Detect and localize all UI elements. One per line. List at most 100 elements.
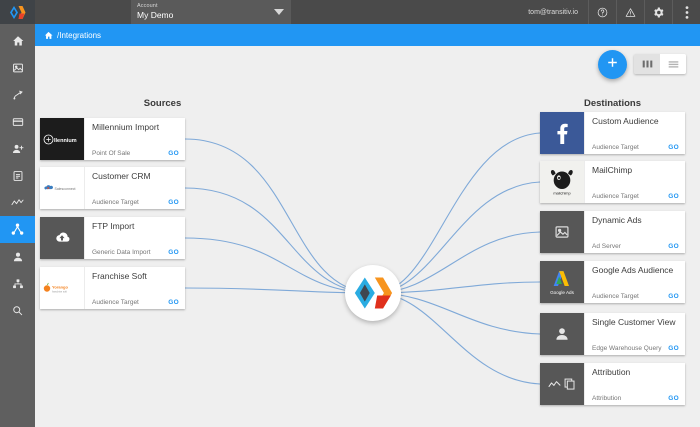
add-integration-button[interactable] [598, 50, 627, 79]
card-subtitle: Ad Server [592, 243, 621, 250]
destination-card-mailchimp[interactable]: mailchimp MailChimp Audience Target GO [540, 161, 685, 203]
card-footer: Edge Warehouse Query GO [592, 345, 679, 352]
card-go-link[interactable]: GO [168, 299, 179, 306]
card-title: Attribution [592, 367, 631, 377]
sidebar-item-home[interactable] [0, 27, 35, 54]
view-columns-icon[interactable] [634, 54, 660, 74]
card-body: Customer CRM Audience Target GO [84, 167, 185, 209]
card-body: Attribution Attribution GO [584, 363, 685, 405]
google-ads-caption: Google Ads [550, 290, 574, 295]
card-title: Millennium Import [92, 122, 160, 132]
facebook-logo [540, 112, 584, 154]
sources-column-title: Sources [143, 98, 182, 109]
destination-card-custom-audience[interactable]: Custom Audience Audience Target GO [540, 112, 685, 154]
destinations-column-title: Destinations [583, 98, 641, 109]
breadcrumb-path[interactable]: /Integrations [57, 30, 102, 40]
sidebar-item-segments[interactable] [0, 270, 35, 297]
card-body: Google Ads Audience Audience Target GO [584, 261, 685, 303]
card-title: Single Customer View [592, 317, 676, 327]
orange-leaf-logo: Yorango franchise soft [40, 267, 84, 309]
source-card-ftp-import[interactable]: FTP Import Generic Data Import GO [40, 217, 185, 259]
card-subtitle: Audience Target [92, 299, 139, 306]
top-bar: Account My Demo tom@transitiv.io [0, 0, 700, 24]
sidebar-item-dashboard[interactable] [0, 54, 35, 81]
chevron-down-icon[interactable] [274, 9, 284, 15]
account-selector[interactable]: Account My Demo [131, 0, 291, 24]
sidebar-item-profile[interactable] [0, 243, 35, 270]
card-go-link[interactable]: GO [168, 199, 179, 206]
card-subtitle: Attribution [592, 395, 622, 402]
svg-text:Salesconnect: Salesconnect [55, 187, 76, 191]
card-go-link[interactable]: GO [668, 144, 679, 151]
card-footer: Audience Target GO [592, 193, 679, 200]
card-go-link[interactable]: GO [668, 293, 679, 300]
svg-text:llennium: llennium [54, 137, 77, 143]
sidebar-item-analytics[interactable] [0, 189, 35, 216]
source-card-customer-crm[interactable]: Salesconnect Customer CRM Audience Targe… [40, 167, 185, 209]
millennium-logo: llennium [40, 118, 84, 160]
sidebar-item-reports[interactable] [0, 162, 35, 189]
salesforce-logo: Salesconnect [40, 167, 84, 209]
plus-icon [606, 56, 619, 74]
view-mode-toggle[interactable] [634, 54, 686, 74]
destination-card-google-ads-audience[interactable]: Google Ads Google Ads Audience Audience … [540, 261, 685, 303]
overflow-menu-icon[interactable] [672, 0, 700, 24]
card-subtitle: Audience Target [592, 193, 639, 200]
mailchimp-logo: mailchimp [540, 161, 584, 203]
svg-text:mailchimp: mailchimp [553, 191, 570, 195]
transitiv-hub-logo[interactable] [345, 265, 401, 321]
card-footer: Attribution GO [592, 395, 679, 402]
sidebar-item-search[interactable] [0, 297, 35, 324]
person-icon [540, 313, 584, 355]
help-icon[interactable] [588, 0, 616, 24]
card-footer: Audience Target GO [92, 299, 179, 306]
card-body: Single Customer View Edge Warehouse Quer… [584, 313, 685, 355]
source-card-millennium-import[interactable]: llennium Millennium Import Point Of Sale… [40, 118, 185, 160]
home-icon[interactable] [44, 31, 53, 40]
destination-card-dynamic-ads[interactable]: Dynamic Ads Ad Server GO [540, 211, 685, 253]
destination-card-attribution[interactable]: Attribution Attribution GO [540, 363, 685, 405]
sidebar-item-workflows[interactable] [0, 81, 35, 108]
card-footer: Audience Target GO [592, 293, 679, 300]
settings-gear-icon[interactable] [644, 0, 672, 24]
sidebar-item-integrations[interactable] [0, 216, 35, 243]
card-subtitle: Audience Target [592, 144, 639, 151]
card-go-link[interactable]: GO [668, 243, 679, 250]
view-list-icon[interactable] [660, 54, 686, 74]
card-body: Custom Audience Audience Target GO [584, 112, 685, 154]
card-subtitle: Generic Data Import [92, 249, 151, 256]
card-footer: Generic Data Import GO [92, 249, 179, 256]
destination-card-single-customer-view[interactable]: Single Customer View Edge Warehouse Quer… [540, 313, 685, 355]
card-go-link[interactable]: GO [168, 150, 179, 157]
cloud-upload-icon [40, 217, 84, 259]
topbar-actions: tom@transitiv.io [518, 0, 700, 24]
card-title: Customer CRM [92, 171, 151, 181]
sidebar-item-payments[interactable] [0, 108, 35, 135]
svg-text:Yorango: Yorango [52, 285, 68, 290]
svg-text:franchise soft: franchise soft [52, 291, 67, 294]
account-value: My Demo [137, 10, 174, 21]
card-go-link[interactable]: GO [168, 249, 179, 256]
sidebar-item-add-user[interactable] [0, 135, 35, 162]
card-body: Millennium Import Point Of Sale GO [84, 118, 185, 160]
card-footer: Audience Target GO [592, 144, 679, 151]
card-body: Franchise Soft Audience Target GO [84, 267, 185, 309]
card-title: Franchise Soft [92, 271, 147, 281]
transitiv-logo-icon [9, 5, 26, 20]
sidebar [0, 24, 35, 427]
hub-logo-icon [354, 277, 393, 309]
google-ads-logo: Google Ads [540, 261, 584, 303]
card-go-link[interactable]: GO [668, 193, 679, 200]
image-icon [540, 211, 584, 253]
topbar-left-gap [35, 0, 131, 24]
card-subtitle: Point Of Sale [92, 150, 131, 157]
source-card-franchise-soft[interactable]: Yorango franchise soft Franchise Soft Au… [40, 267, 185, 309]
alert-icon[interactable] [616, 0, 644, 24]
card-title: Custom Audience [592, 116, 659, 126]
account-text: Account My Demo [137, 4, 173, 20]
user-email[interactable]: tom@transitiv.io [528, 8, 578, 16]
card-go-link[interactable]: GO [668, 345, 679, 352]
card-subtitle: Audience Target [92, 199, 139, 206]
card-go-link[interactable]: GO [668, 395, 679, 402]
brand-logo-button[interactable] [0, 0, 35, 24]
